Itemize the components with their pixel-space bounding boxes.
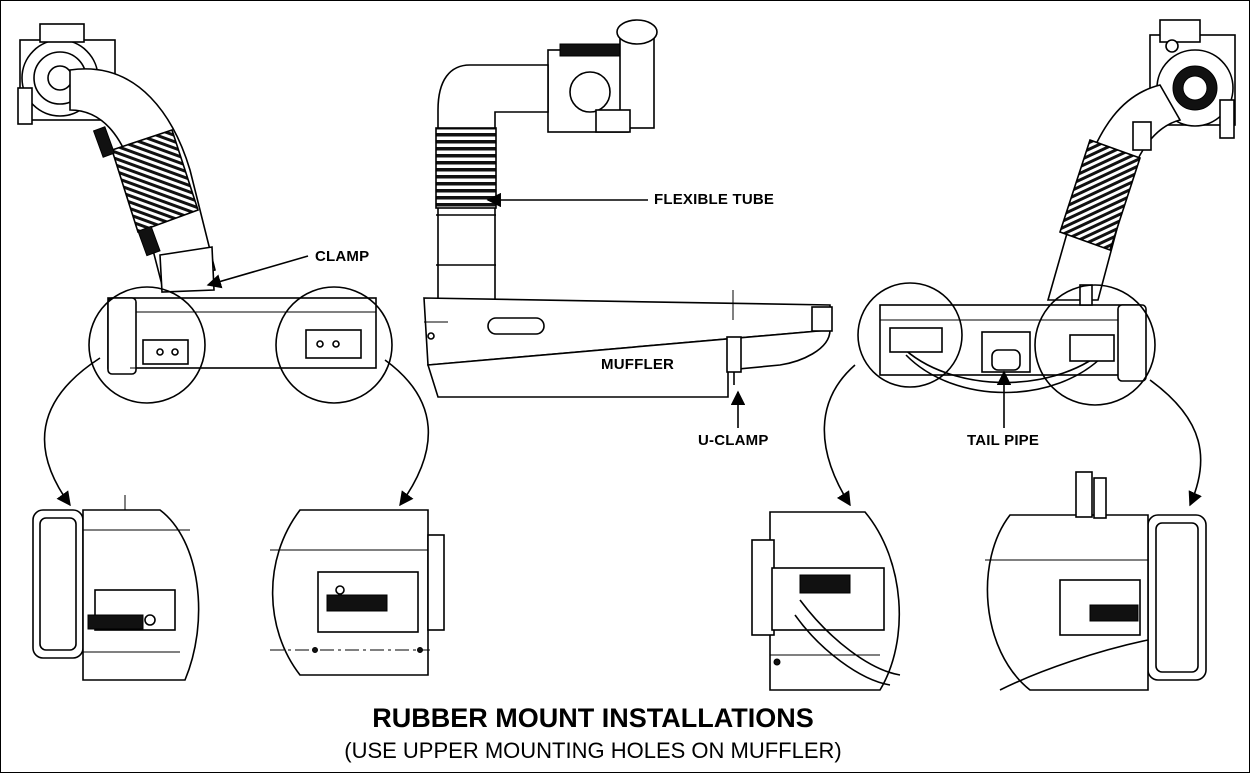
tail-pipe-label: TAIL PIPE	[967, 432, 1039, 449]
center-turbocharger	[547, 19, 658, 133]
clamp-leader	[206, 255, 309, 289]
muffler-label: MUFFLER	[601, 356, 674, 373]
flexible-tube-label: FLEXIBLE TUBE	[654, 191, 774, 208]
right-zoom-circle-2	[1034, 284, 1156, 406]
left-zoom-circle-2	[275, 286, 393, 404]
left-detail-1	[32, 495, 200, 681]
clamp-label: CLAMP	[315, 248, 369, 265]
right-detail-1	[751, 511, 901, 691]
callout-leaders	[206, 192, 1012, 428]
u-clamp-label: U-CLAMP	[698, 432, 769, 449]
left-zoom-circle-1	[88, 286, 206, 404]
diagram-subtitle: (USE UPPER MOUNTING HOLES ON MUFFLER)	[344, 738, 841, 763]
right-detail-2	[985, 471, 1207, 691]
right-turbocharger	[1149, 19, 1236, 139]
left-detail-2	[270, 509, 445, 676]
right-flexible-tube	[1058, 138, 1142, 252]
left-flexible-tube	[110, 128, 199, 234]
right-zoom-circle-1	[857, 282, 963, 388]
center-flexible-tube	[435, 127, 497, 209]
diagram-title: RUBBER MOUNT INSTALLATIONS	[372, 703, 813, 733]
center-installation	[423, 19, 833, 398]
left-installation	[17, 23, 430, 507]
